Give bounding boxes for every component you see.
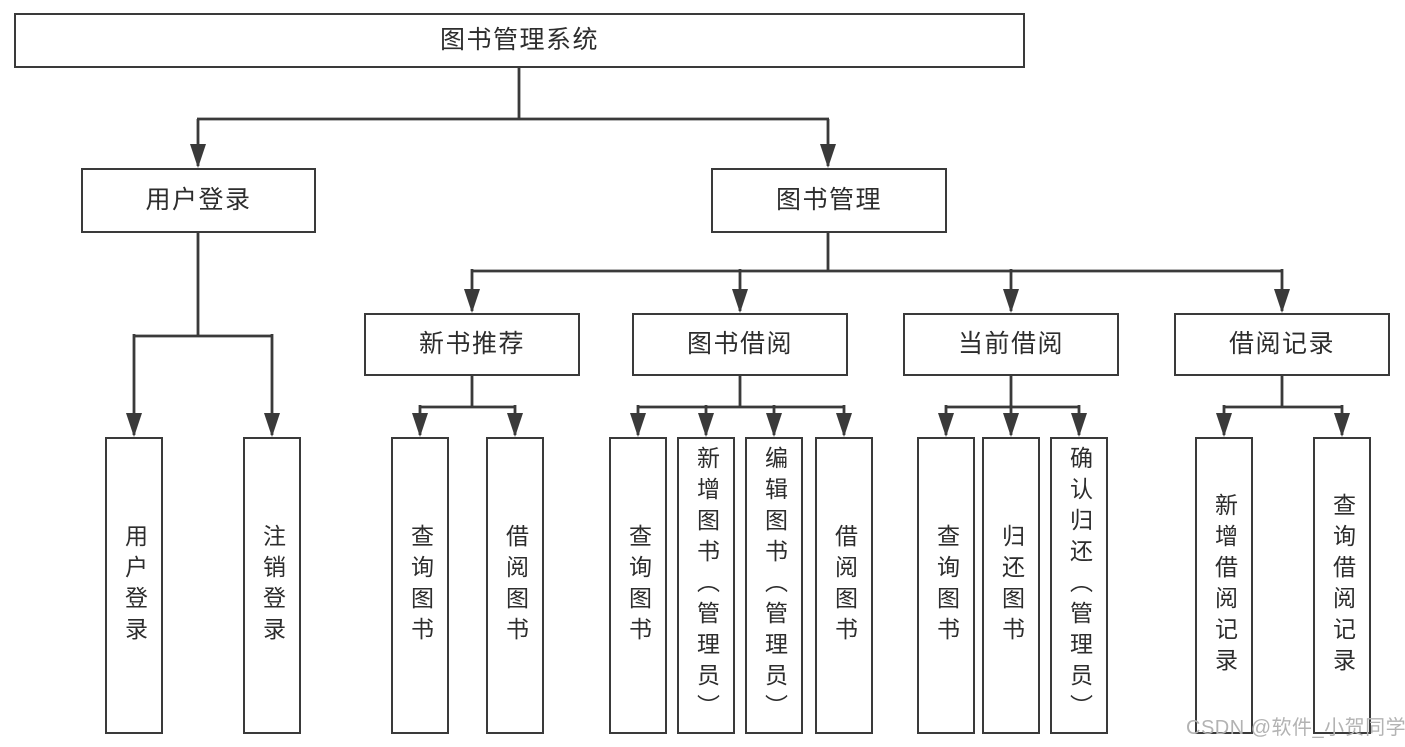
leaf-current-confirm-admin: 确认归还（管理员） — [1050, 437, 1108, 734]
leaf-current-return: 归还图书 — [982, 437, 1040, 734]
leaf-borrow-book: 借阅图书 — [815, 437, 873, 734]
connector-current-trunk — [945, 376, 1080, 409]
node-group-bookborrow: 图书借阅 — [632, 313, 848, 376]
leaf-records-add: 新增借阅记录 — [1195, 437, 1253, 734]
leaf-records-query: 查询借阅记录 — [1313, 437, 1371, 734]
connector-book-mgmt-arrows — [464, 269, 1290, 313]
node-root-system: 图书管理系统 — [14, 13, 1025, 68]
connector-current-arrows — [938, 405, 1087, 437]
connector-records-arrows — [1216, 405, 1350, 437]
node-user-login: 用户登录 — [81, 168, 316, 233]
connector-bookborrow-arrows — [630, 405, 852, 437]
connector-user-login-arrows — [126, 334, 280, 437]
connector-root-trunk — [197, 68, 829, 121]
connector-newbook-arrows — [412, 405, 523, 437]
csdn-watermark: CSDN @软件_小贺同学 — [1186, 717, 1405, 739]
node-group-newbook: 新书推荐 — [364, 313, 580, 376]
leaf-newbook-borrow: 借阅图书 — [486, 437, 544, 734]
leaf-borrow-edit-admin: 编辑图书（管理员） — [745, 437, 803, 734]
connector-newbook-trunk — [419, 376, 516, 409]
connector-bookborrow-trunk — [637, 376, 845, 409]
leaf-newbook-query: 查询图书 — [391, 437, 449, 734]
leaf-borrow-query: 查询图书 — [609, 437, 667, 734]
connector-records-trunk — [1223, 376, 1343, 409]
leaf-current-query: 查询图书 — [917, 437, 975, 734]
leaf-logout: 注销登录 — [243, 437, 301, 734]
connector-book-mgmt-trunk — [471, 233, 1283, 273]
leaf-borrow-add-admin: 新增图书（管理员） — [677, 437, 735, 734]
leaf-user-login: 用户登录 — [105, 437, 163, 734]
node-group-current: 当前借阅 — [903, 313, 1119, 376]
connector-user-login-trunk — [133, 233, 273, 338]
connector-root-arrows — [190, 119, 836, 168]
node-group-records: 借阅记录 — [1174, 313, 1390, 376]
node-book-mgmt: 图书管理 — [711, 168, 947, 233]
